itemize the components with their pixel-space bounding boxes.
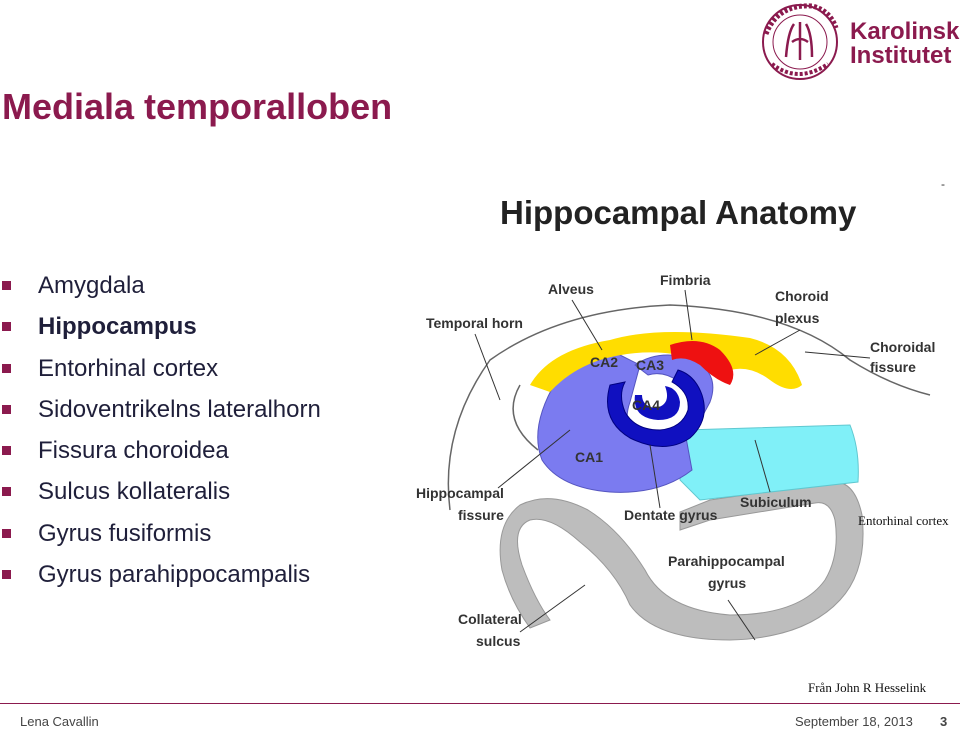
label-entorhinal-cortex: Entorhinal cortex [858,513,949,528]
image-credit: Från John R Hesselink [808,680,927,695]
label-subiculum: Subiculum [740,494,812,510]
label-ca1: CA1 [575,449,603,465]
label-parahippo-1: Parahippocampal [668,553,785,569]
bullet-square-icon [2,281,11,290]
choroid-plexus-shape [530,331,802,392]
subiculum-shape [679,424,859,501]
bullet-square-icon [2,528,11,538]
label-collateral-2: sulcus [476,633,521,649]
label-dentate: Dentate gyrus [624,507,718,523]
bullet-item: Sidoventrikelns lateralhorn [0,392,321,433]
bullet-text: Gyrus parahippocampalis [38,561,311,589]
bullet-list: Amygdala Hippocampus Entorhinal cortex S… [0,268,321,598]
bullet-item: Entorhinal cortex [0,351,321,392]
bullet-text: Gyrus fusiformis [38,519,212,547]
footer-divider [0,703,960,704]
footer-page-number: 3 [940,714,948,729]
footer-date: September 18, 2013 [795,714,913,729]
label-choroid-1: Choroid [775,288,829,304]
parahippocampal-gyrus-shape [499,481,864,641]
label-parahippo-2: gyrus [708,575,746,591]
bullet-text: Hippocampus [38,313,197,341]
footer-author: Lena Cavallin [20,714,99,729]
bullet-square-icon [2,446,11,456]
bullet-text: Amygdala [38,272,145,299]
brain-outline [447,304,931,511]
slide-title: Mediala temporalloben [2,86,393,127]
bullet-item: Amygdala [0,268,321,309]
dentate-gyrus-shape [607,369,705,447]
bullet-square-icon [2,322,11,332]
label-choroid-2: plexus [775,310,820,326]
hippocampal-anatomy-diagram: Hippocampal Anatomy Alveus Fimbria Choro… [416,194,935,649]
bullet-square-icon [2,404,11,414]
bullet-text: Entorhinal cortex [38,354,219,382]
label-ca3: CA3 [636,357,664,373]
diagram-title: Hippocampal Anatomy [500,194,857,231]
bullet-text: Fissura choroidea [38,437,229,465]
fimbria-shape [670,341,734,385]
bullet-item: Fissura choroidea [0,433,321,474]
bullet-text: Sidoventrikelns lateralhorn [38,395,321,423]
label-temporal-horn: Temporal horn [426,315,523,331]
label-fimbria: Fimbria [660,272,711,288]
bullet-text: Sulcus kollateralis [38,478,231,506]
label-ca4: CA4 [632,397,660,413]
label-hippocampal-1: Hippocampal [416,485,504,501]
logo-name-line1: Karolinska [850,18,960,45]
corner-mark: - [941,177,945,191]
label-hippocampal-2: fissure [458,507,504,523]
bullet-square-icon [2,487,11,497]
leader-lines [474,289,871,641]
bullet-square-icon [2,570,11,580]
label-choroidal-1: Choroidal [870,339,935,355]
label-alveus: Alveus [548,281,594,297]
label-ca2: CA2 [590,354,618,370]
temporal-horn-outline [512,384,539,451]
label-choroidal-2: fissure [870,359,916,375]
bullet-item: Gyrus parahippocampalis [0,557,321,598]
karolinska-logo [762,3,839,80]
logo-name: Karolinska Institutet [850,20,960,68]
logo-name-line2: Institutet [850,42,952,69]
bullet-item: Sulcus kollateralis [0,474,321,515]
bullet-item: Hippocampus [0,309,321,350]
ca4-shape [634,386,680,420]
bullet-square-icon [2,363,11,373]
label-collateral-1: Collateral [458,611,522,627]
bullet-item: Gyrus fusiformis [0,516,321,557]
